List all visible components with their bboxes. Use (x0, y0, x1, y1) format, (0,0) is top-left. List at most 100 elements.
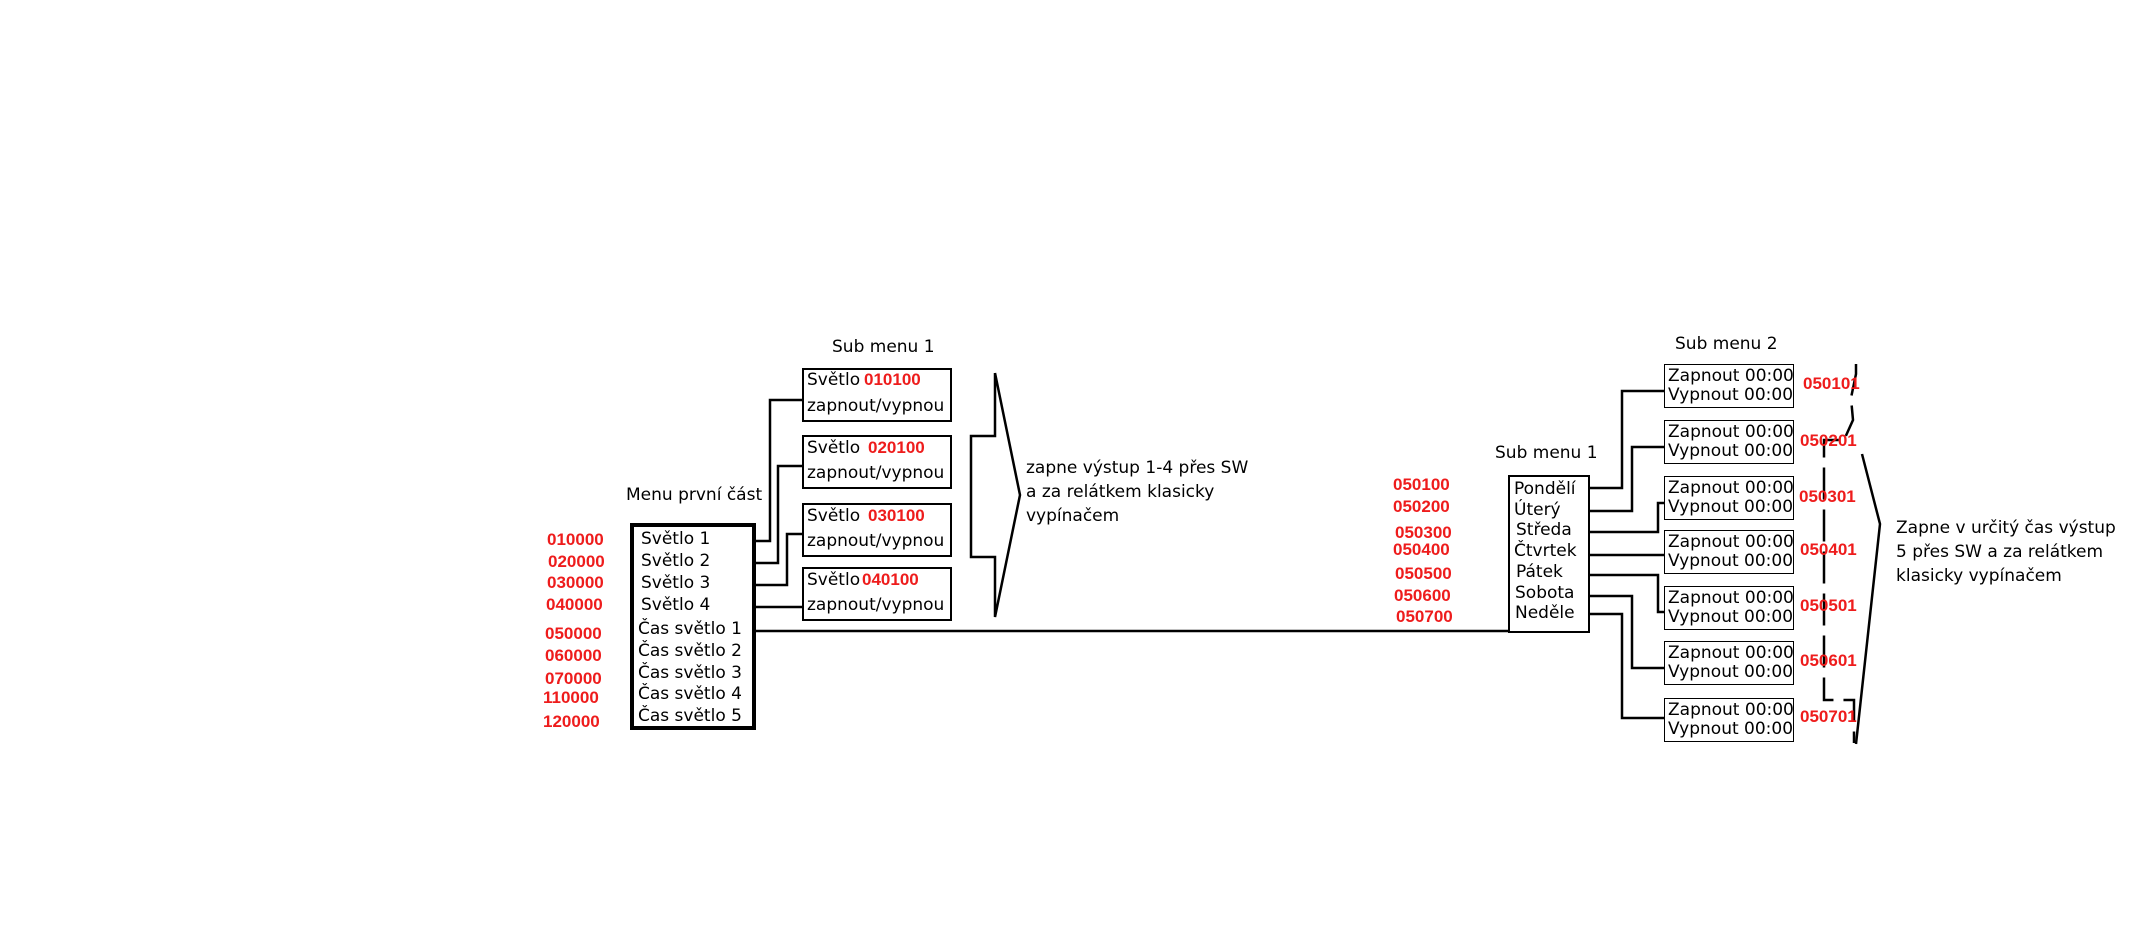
day-code: 050500 (1395, 564, 1452, 583)
connector-pondeli (1590, 389, 1666, 490)
day-code: 050300 (1395, 523, 1452, 542)
schedule-on: Zapnout 00:00 (1668, 700, 1794, 720)
main-menu-code: 030000 (547, 573, 604, 592)
day-item: Pondělí (1514, 479, 1576, 499)
sub-menu-code: 030100 (868, 506, 925, 525)
day-item: Pátek (1516, 562, 1563, 582)
schedule-code: 050601 (1800, 651, 1857, 670)
day-code: 050700 (1396, 607, 1453, 626)
day-code: 050600 (1394, 586, 1451, 605)
day-code: 050200 (1393, 497, 1450, 516)
schedule-on: Zapnout 00:00 (1668, 643, 1794, 663)
schedule-code: 050401 (1800, 540, 1857, 559)
sub-menu-label: Světlo (807, 370, 861, 390)
sub-menu-box (802, 503, 952, 557)
main-menu-code: 060000 (545, 646, 602, 665)
connector-svetlo-1 (752, 398, 803, 543)
main-menu-item: Čas světlo 5 (638, 706, 742, 726)
connector-streda (1590, 501, 1666, 534)
connector-svetlo-2 (752, 464, 803, 565)
main-menu-code: 020000 (548, 552, 605, 571)
schedule-on: Zapnout 00:00 (1668, 366, 1794, 386)
main-menu-title: Menu první část (626, 485, 763, 505)
main-menu-code: 070000 (545, 669, 602, 688)
schedule-code: 050201 (1800, 431, 1857, 450)
main-menu-item: Čas světlo 2 (638, 641, 742, 661)
right-brace-arrow (1854, 453, 1882, 745)
connector-utery (1590, 445, 1666, 513)
day-item: Úterý (1514, 500, 1561, 520)
schedule-box (1664, 698, 1794, 742)
sub-menu-action: zapnout/vypnou (807, 531, 945, 551)
schedule-off: Vypnout 00:00 (1668, 719, 1794, 739)
right-bracket (1822, 364, 1858, 743)
day-sub-menu-title: Sub menu 1 (1495, 443, 1598, 463)
main-menu-item: Čas světlo 1 (638, 619, 742, 639)
sub-menu-1-note-line: a za relátkem klasicky (1026, 482, 1215, 502)
connector-patek (1590, 573, 1666, 614)
schedule-off: Vypnout 00:00 (1668, 662, 1794, 682)
schedule-code: 050501 (1800, 596, 1857, 615)
main-menu-item: Světlo 3 (641, 573, 711, 593)
main-menu-code: 040000 (546, 595, 603, 614)
main-menu-item: Čas světlo 3 (638, 663, 742, 683)
sub-menu-1-title: Sub menu 1 (832, 337, 935, 357)
day-item: Sobota (1515, 583, 1575, 603)
sub-menu-2-note-line: klasicky vypínačem (1896, 566, 2062, 586)
main-menu-code: 110000 (543, 688, 599, 707)
sub-menu-action: zapnout/vypnou (807, 463, 945, 483)
sub-menu-label: Světlo (807, 438, 861, 458)
day-code: 050400 (1393, 540, 1450, 559)
schedule-off: Vypnout 00:00 (1668, 497, 1794, 517)
sub-menu-1-note-line: zapne výstup 1-4 přes SW (1026, 458, 1249, 478)
schedule-code: 050101 (1803, 374, 1860, 393)
schedule-box (1664, 364, 1794, 408)
day-code: 050100 (1393, 475, 1450, 494)
schedule-code: 050301 (1799, 487, 1856, 506)
main-menu-item: Čas světlo 4 (638, 684, 742, 704)
schedule-box (1664, 420, 1794, 464)
main-menu-code: 120000 (543, 712, 600, 731)
schedule-box (1664, 530, 1794, 574)
schedule-off: Vypnout 00:00 (1668, 551, 1794, 571)
sub-menu-2-title: Sub menu 2 (1675, 334, 1778, 354)
connector-nedele (1590, 612, 1666, 720)
main-menu-item: Světlo 4 (641, 595, 711, 615)
schedule-on: Zapnout 00:00 (1668, 588, 1794, 608)
day-sub-menu-box (1508, 475, 1590, 633)
main-menu-code: 010000 (547, 530, 604, 549)
day-item: Středa (1516, 520, 1572, 540)
schedule-off: Vypnout 00:00 (1668, 607, 1794, 627)
day-item: Čtvrtek (1514, 541, 1577, 561)
schedule-box (1664, 586, 1794, 630)
sub-menu-label: Světlo (807, 570, 861, 590)
sub-menu-1-note-line: vypínačem (1026, 506, 1120, 526)
schedule-code: 050701 (1800, 707, 1857, 726)
left-brace-arrow (969, 372, 1022, 618)
main-menu-code: 050000 (545, 624, 602, 643)
schedule-off: Vypnout 00:00 (1668, 385, 1794, 405)
connector-svetlo-3 (752, 532, 803, 587)
sub-menu-label: Světlo (807, 506, 861, 526)
sub-menu-code: 040100 (862, 570, 919, 589)
schedule-on: Zapnout 00:00 (1668, 478, 1794, 498)
schedule-box (1664, 476, 1794, 520)
schedule-box (1664, 641, 1794, 685)
schedule-on: Zapnout 00:00 (1668, 532, 1794, 552)
main-menu-box (630, 523, 756, 730)
main-menu-item: Světlo 1 (641, 529, 711, 549)
sub-menu-action: zapnout/vypnou (807, 396, 945, 416)
connector-sobota (1590, 594, 1666, 670)
sub-menu-box (802, 567, 952, 621)
sub-menu-2-note-line: Zapne v určitý čas výstup (1896, 518, 2116, 538)
sub-menu-box (802, 368, 952, 422)
main-menu-item: Světlo 2 (641, 551, 711, 571)
day-item: Neděle (1515, 603, 1575, 623)
sub-menu-code: 010100 (864, 370, 921, 389)
sub-menu-code: 020100 (868, 438, 925, 457)
schedule-on: Zapnout 00:00 (1668, 422, 1794, 442)
sub-menu-action: zapnout/vypnou (807, 595, 945, 615)
sub-menu-box (802, 435, 952, 489)
